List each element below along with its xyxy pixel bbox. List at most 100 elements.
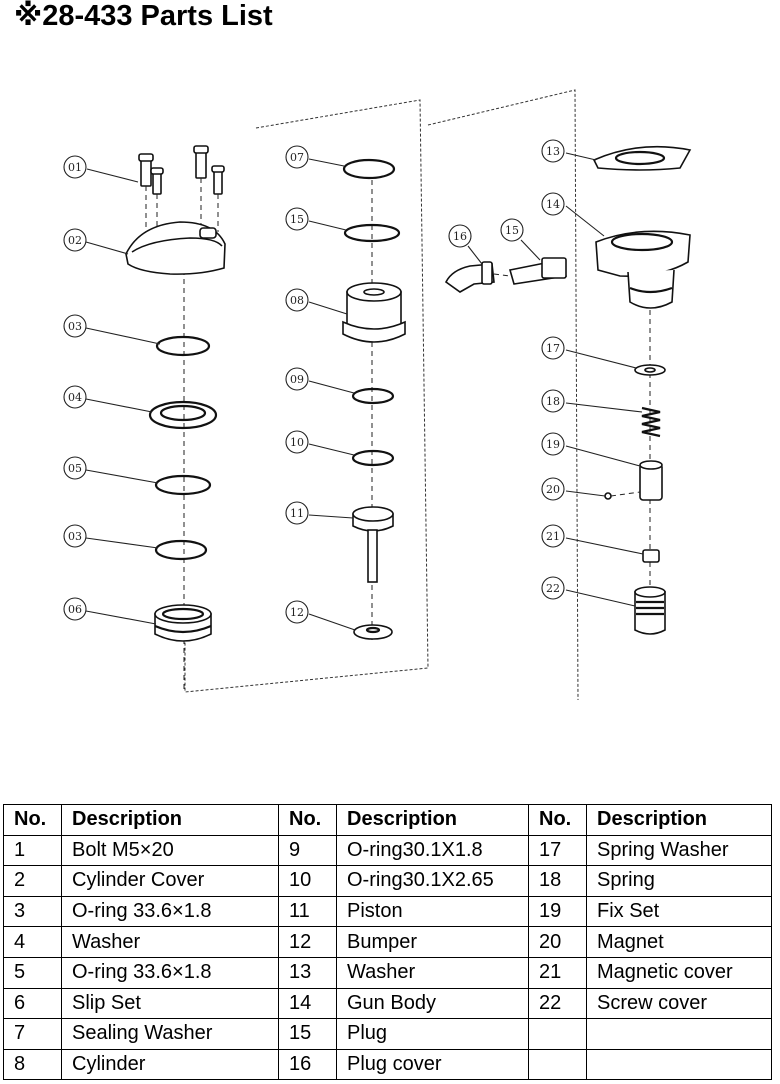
svg-text:15: 15 bbox=[505, 224, 519, 237]
part-number-cell bbox=[528, 1018, 587, 1050]
part-number-cell: 6 bbox=[3, 987, 62, 1020]
callout-04: 04 bbox=[63, 385, 87, 409]
callout-12: 12 bbox=[285, 600, 309, 624]
svg-text:20: 20 bbox=[546, 483, 560, 496]
callout-20: 20 bbox=[541, 477, 565, 501]
cylinder-cover-part bbox=[125, 221, 226, 275]
fix-set-part bbox=[604, 460, 663, 501]
part-description-cell: Plug cover bbox=[336, 1048, 529, 1081]
part-number-cell bbox=[528, 1048, 587, 1081]
column-frame-right bbox=[427, 89, 579, 701]
column-header: No. bbox=[3, 804, 62, 836]
column-header: No. bbox=[528, 804, 587, 836]
part-description-cell: Washer bbox=[336, 956, 529, 989]
part-description-cell: Washer bbox=[61, 926, 279, 958]
callout-18: 18 bbox=[541, 389, 565, 413]
svg-text:05: 05 bbox=[68, 462, 82, 475]
svg-text:15: 15 bbox=[290, 213, 304, 226]
column-header: Description bbox=[61, 804, 279, 836]
svg-text:12: 12 bbox=[290, 606, 304, 619]
callout-labels: 01 02 03 04 05 03 06 07 15 08 09 10 11 1… bbox=[63, 139, 565, 624]
bolt-part bbox=[138, 145, 225, 236]
svg-text:03: 03 bbox=[68, 320, 82, 333]
piston-part bbox=[352, 506, 394, 583]
svg-text:08: 08 bbox=[290, 294, 304, 307]
callout-15a: 15 bbox=[285, 207, 309, 231]
svg-text:17: 17 bbox=[546, 342, 560, 355]
callout-06: 06 bbox=[63, 597, 87, 621]
svg-text:19: 19 bbox=[546, 438, 560, 451]
part-number-cell: 22 bbox=[528, 987, 587, 1020]
callout-07: 07 bbox=[285, 145, 309, 169]
part-description-cell: Magnet bbox=[586, 926, 772, 958]
part-number-cell: 2 bbox=[3, 865, 62, 897]
part-number-cell: 11 bbox=[278, 895, 337, 928]
part-number-cell: 7 bbox=[3, 1018, 62, 1050]
magnetic-cover-part bbox=[642, 549, 660, 563]
part-description-cell: Bumper bbox=[336, 926, 529, 958]
part-description-cell: O-ring 33.6×1.8 bbox=[61, 895, 279, 928]
part-description-cell: Spring Washer bbox=[586, 834, 772, 867]
callout-02: 02 bbox=[63, 228, 87, 252]
svg-text:04: 04 bbox=[68, 391, 82, 404]
svg-text:03: 03 bbox=[68, 530, 82, 543]
o-ring-part bbox=[154, 474, 212, 496]
callout-16: 16 bbox=[448, 224, 472, 248]
o-ring-part bbox=[343, 223, 401, 243]
o-ring-part bbox=[155, 335, 211, 357]
part-description-cell: Cylinder bbox=[61, 1048, 279, 1081]
part-description-cell bbox=[586, 1048, 772, 1081]
part-description-cell: Spring bbox=[586, 865, 772, 897]
callout-13: 13 bbox=[541, 139, 565, 163]
part-description-cell: Piston bbox=[336, 895, 529, 928]
callout-03b: 03 bbox=[63, 524, 87, 548]
callout-19: 19 bbox=[541, 432, 565, 456]
part-number-cell: 4 bbox=[3, 926, 62, 958]
part-number-cell: 20 bbox=[528, 926, 587, 958]
svg-text:06: 06 bbox=[68, 603, 82, 616]
page-title: ※28-433 Parts List bbox=[14, 0, 273, 32]
column-header: Description bbox=[586, 804, 772, 836]
washer-top-part bbox=[592, 145, 692, 171]
part-number-cell: 5 bbox=[3, 956, 62, 989]
callout-21: 21 bbox=[541, 524, 565, 548]
svg-text:07: 07 bbox=[290, 151, 304, 164]
parts-table: No. Description No. Description No. Desc… bbox=[3, 804, 772, 1081]
part-number-cell: 18 bbox=[528, 865, 587, 897]
column-frame-middle bbox=[184, 99, 429, 693]
part-number-cell: 19 bbox=[528, 895, 587, 928]
svg-text:10: 10 bbox=[290, 436, 304, 449]
part-number-cell: 1 bbox=[3, 834, 62, 867]
part-number-cell: 9 bbox=[278, 834, 337, 867]
svg-text:02: 02 bbox=[68, 234, 82, 247]
part-number-cell: 3 bbox=[3, 895, 62, 928]
svg-text:16: 16 bbox=[453, 230, 467, 243]
spring-part bbox=[641, 406, 661, 438]
part-description-cell: Cylinder Cover bbox=[61, 865, 279, 897]
part-number-cell: 14 bbox=[278, 987, 337, 1020]
bumper-part bbox=[353, 624, 393, 640]
part-description-cell: Magnetic cover bbox=[586, 956, 772, 989]
table-header-row: No. Description No. Description No. Desc… bbox=[3, 804, 772, 836]
exploded-parts-diagram: 01 02 03 04 05 03 06 07 15 08 09 10 11 1… bbox=[63, 89, 692, 701]
svg-text:14: 14 bbox=[546, 198, 560, 211]
callout-17: 17 bbox=[541, 336, 565, 360]
callout-leaders bbox=[85, 152, 644, 631]
callout-10: 10 bbox=[285, 430, 309, 454]
part-description-cell: Gun Body bbox=[336, 987, 529, 1020]
part-number-cell: 12 bbox=[278, 926, 337, 958]
part-description-cell: O-ring 33.6×1.8 bbox=[61, 956, 279, 989]
callout-14: 14 bbox=[541, 192, 565, 216]
part-number-cell: 21 bbox=[528, 956, 587, 989]
callout-09: 09 bbox=[285, 367, 309, 391]
part-number-cell: 17 bbox=[528, 834, 587, 867]
part-description-cell: Slip Set bbox=[61, 987, 279, 1020]
part-number-cell: 8 bbox=[3, 1048, 62, 1081]
svg-text:01: 01 bbox=[68, 161, 82, 174]
